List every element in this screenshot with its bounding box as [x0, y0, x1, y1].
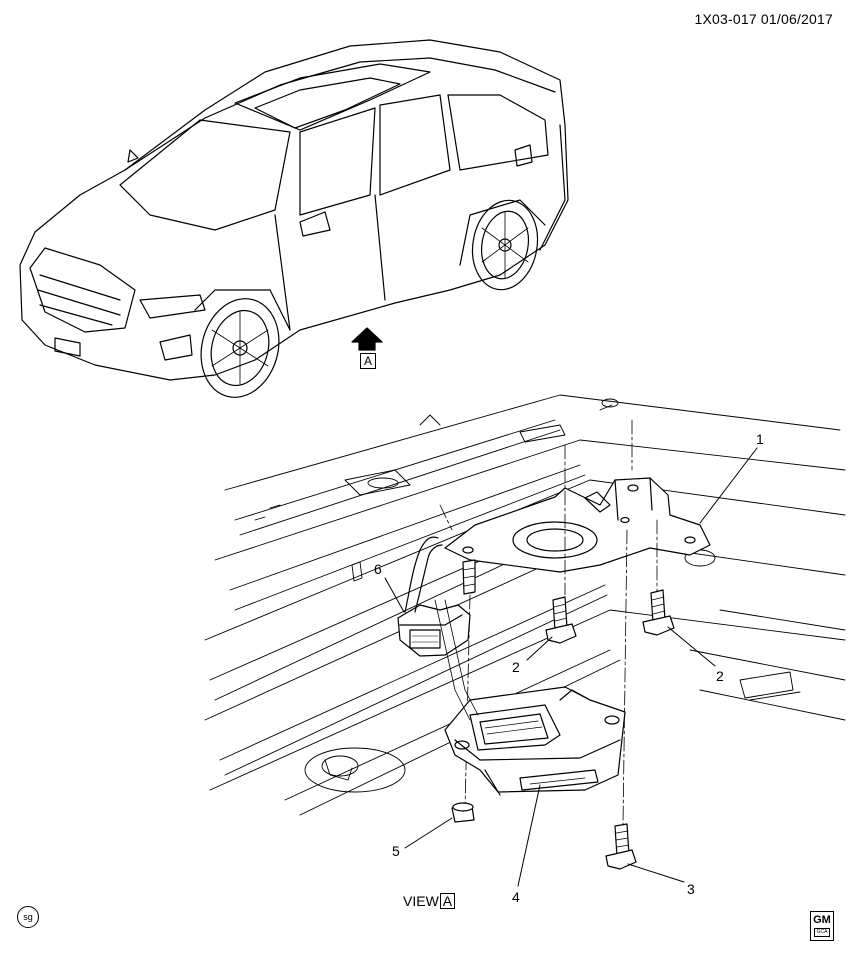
mounting-bracket — [444, 477, 711, 573]
gm-logo-icon: GM GCA — [810, 911, 834, 941]
callout-5: 5 — [392, 843, 400, 859]
view-label-letter: A — [439, 893, 456, 909]
callout-1: 1 — [756, 431, 764, 447]
sg-badge-icon: sg — [17, 906, 39, 928]
connector — [397, 536, 479, 721]
callout-2-left: 2 — [512, 659, 520, 675]
gm-logo-text: GM — [813, 914, 831, 926]
callout-4: 4 — [512, 889, 520, 905]
bolt — [642, 589, 675, 636]
view-arrow-letter: A — [360, 353, 376, 369]
callout-3: 3 — [687, 881, 695, 897]
stud — [462, 559, 476, 595]
nut — [451, 802, 475, 823]
floor-panel — [204, 394, 846, 816]
view-direction-arrow — [351, 327, 383, 351]
callout-2-right: 2 — [716, 668, 724, 684]
bolt — [545, 596, 577, 644]
module — [444, 686, 626, 796]
leader-lines — [384, 447, 758, 887]
document-id: 1X03-017 01/06/2017 — [694, 11, 833, 27]
vehicle-illustration — [19, 39, 569, 398]
view-label-text: VIEW — [403, 893, 439, 909]
bolt — [605, 823, 637, 870]
callout-6: 6 — [374, 561, 382, 577]
gm-logo-subtext: GCA — [814, 928, 830, 937]
